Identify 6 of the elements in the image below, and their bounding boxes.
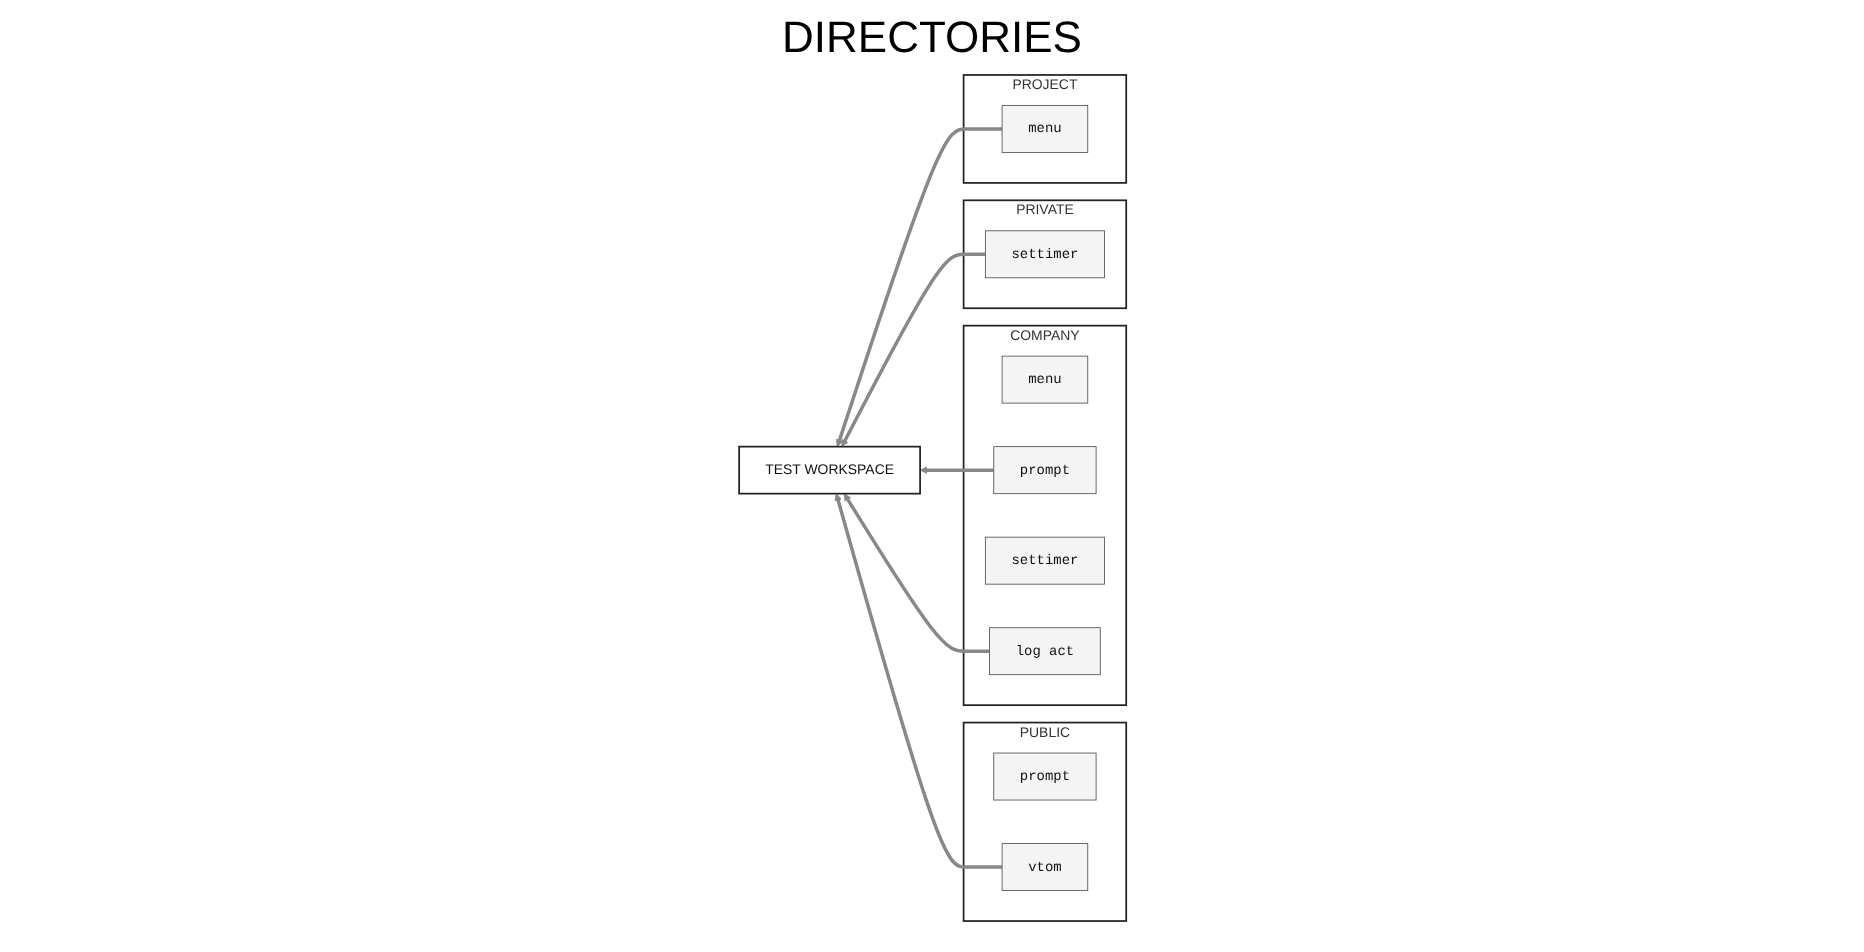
arrow [835,127,1002,447]
arrow [843,493,989,653]
arrow [833,493,1002,869]
diagram-title: DIRECTORIES [780,12,1084,64]
arrow [840,252,985,447]
arrow [919,466,994,474]
